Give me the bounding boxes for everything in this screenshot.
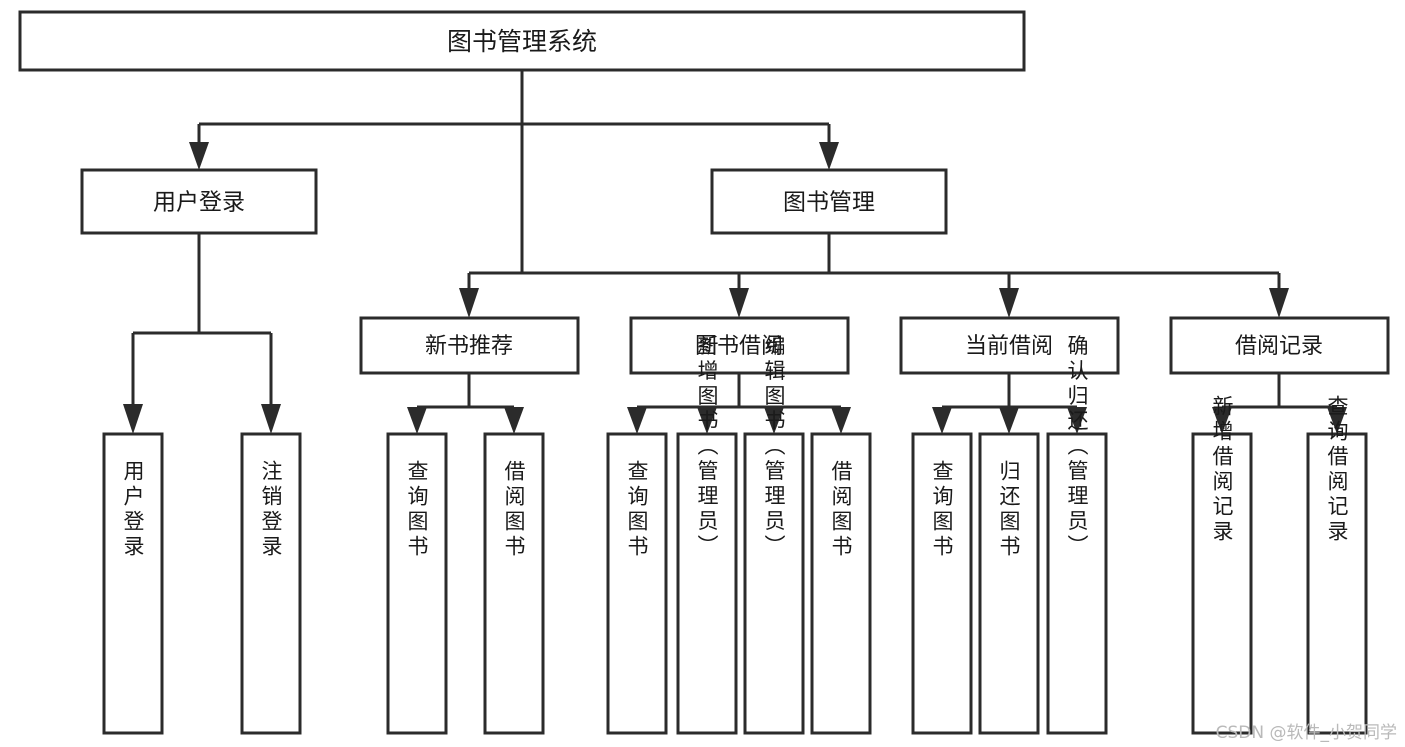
- leaf-user-login-2[interactable]: 注销登录: [240, 432, 302, 735]
- node-root[interactable]: 图书管理系统: [18, 10, 1026, 72]
- arrow-to-currentborrow-leaf-1: [932, 407, 952, 434]
- arrow-to-user-login-leaf: [123, 404, 143, 434]
- leaf-book-borrow-1-label: 查询图书: [625, 460, 649, 560]
- leaf-book-borrow-3-label: 编辑图书（管理员）: [762, 335, 786, 560]
- leaf-new-book-2[interactable]: 借阅图书: [483, 432, 545, 735]
- leaf-borrow-record-1-box[interactable]: [1191, 432, 1253, 735]
- leaf-book-borrow-2-box[interactable]: [676, 432, 738, 735]
- node-user-login-box[interactable]: [80, 168, 318, 235]
- leaf-current-borrow-2-label: 归还图书: [997, 460, 1021, 560]
- leaf-book-borrow-1[interactable]: 查询图书: [606, 432, 668, 735]
- arrow-to-currentborrow-leaf-3: [1067, 407, 1087, 434]
- arrow-to-newbook-leaf-2: [504, 407, 524, 434]
- node-book-management-box[interactable]: [710, 168, 948, 235]
- leaf-current-borrow-3[interactable]: 确认归还（管理员）: [1046, 335, 1108, 735]
- leaf-borrow-record-2[interactable]: 查询借阅记录: [1306, 395, 1368, 735]
- leaf-borrow-record-1[interactable]: 新增借阅记录: [1191, 395, 1253, 735]
- leaf-book-borrow-1-box[interactable]: [606, 432, 668, 735]
- leaf-user-login-2-label: 注销登录: [259, 460, 283, 560]
- leaf-new-book-2-box[interactable]: [483, 432, 545, 735]
- node-new-book-recommend-label: 新书推荐: [425, 334, 513, 359]
- node-root-label: 图书管理系统: [447, 27, 597, 56]
- node-borrow-record-label: 借阅记录: [1235, 334, 1323, 359]
- leaf-book-borrow-3[interactable]: 编辑图书（管理员）: [743, 335, 805, 735]
- arrow-to-borrowrecord-leaf-1: [1212, 407, 1232, 434]
- leaf-borrow-record-1-label: 新增借阅记录: [1210, 395, 1234, 545]
- arrow-to-newbook-leaf-1: [407, 407, 427, 434]
- arrow-to-currentborrow-leaf-2: [999, 407, 1019, 434]
- node-current-borrow-box[interactable]: [899, 316, 1120, 375]
- leaf-current-borrow-1-box[interactable]: [911, 432, 973, 735]
- node-new-book-recommend-box[interactable]: [359, 316, 580, 375]
- arrow-to-bookborrow-leaf-1: [627, 407, 647, 434]
- arrow-to-current-borrow: [999, 288, 1019, 318]
- leaf-book-borrow-4-label: 借阅图书: [829, 460, 853, 560]
- connector-layer: [123, 70, 1347, 434]
- leaf-user-login-2-box[interactable]: [240, 432, 302, 735]
- leaf-book-borrow-2-label: 新增图书（管理员）: [695, 335, 719, 560]
- arrow-to-new-book: [459, 288, 479, 318]
- leaf-book-borrow-4[interactable]: 借阅图书: [810, 432, 872, 735]
- leaf-user-login-1-box[interactable]: [102, 432, 164, 735]
- leaf-borrow-record-2-box[interactable]: [1306, 432, 1368, 735]
- leaf-new-book-1-label: 查询图书: [405, 460, 429, 560]
- node-new-book-recommend[interactable]: 新书推荐: [359, 316, 580, 375]
- node-book-borrow[interactable]: 图书借阅: [629, 316, 850, 375]
- arrow-to-bookborrow-leaf-2: [697, 407, 717, 434]
- arrow-to-logout-leaf: [261, 404, 281, 434]
- arrow-to-book-borrow: [729, 288, 749, 318]
- leaf-book-borrow-4-box[interactable]: [810, 432, 872, 735]
- leaf-current-borrow-2-box[interactable]: [978, 432, 1040, 735]
- leaf-new-book-2-label: 借阅图书: [502, 460, 526, 560]
- arrow-to-user-login: [189, 142, 209, 170]
- leaf-user-login-1[interactable]: 用户登录: [102, 432, 164, 735]
- leaf-current-borrow-2[interactable]: 归还图书: [978, 432, 1040, 735]
- node-current-borrow[interactable]: 当前借阅: [899, 316, 1120, 375]
- leaf-current-borrow-3-label: 确认归还（管理员）: [1065, 335, 1089, 560]
- arrow-to-book-management: [819, 142, 839, 170]
- leaf-current-borrow-1[interactable]: 查询图书: [911, 432, 973, 735]
- arrow-to-borrowrecord-leaf-2: [1327, 407, 1347, 434]
- node-book-management[interactable]: 图书管理: [710, 168, 948, 235]
- leaf-book-borrow-2[interactable]: 新增图书（管理员）: [676, 335, 738, 735]
- node-borrow-record-box[interactable]: [1169, 316, 1390, 375]
- arrow-to-bookborrow-leaf-3: [764, 407, 784, 434]
- leaf-book-borrow-3-box[interactable]: [743, 432, 805, 735]
- node-user-login[interactable]: 用户登录: [80, 168, 318, 235]
- arrow-to-borrow-record: [1269, 288, 1289, 318]
- node-book-borrow-label: 图书借阅: [695, 334, 783, 359]
- node-borrow-record[interactable]: 借阅记录: [1169, 316, 1390, 375]
- leaf-new-book-1-box[interactable]: [386, 432, 448, 735]
- leaf-user-login-1-label: 用户登录: [121, 460, 145, 560]
- leaf-borrow-record-2-label: 查询借阅记录: [1325, 395, 1349, 545]
- node-user-login-label: 用户登录: [153, 190, 245, 216]
- node-book-management-label: 图书管理: [783, 190, 875, 216]
- leaf-current-borrow-1-label: 查询图书: [930, 460, 954, 560]
- leaf-current-borrow-3-box[interactable]: [1046, 432, 1108, 735]
- leaf-new-book-1[interactable]: 查询图书: [386, 432, 448, 735]
- arrow-to-bookborrow-leaf-4: [831, 407, 851, 434]
- node-current-borrow-label: 当前借阅: [965, 334, 1053, 359]
- csdn-watermark: CSDN @软件_小贺同学: [1215, 723, 1397, 743]
- node-root-box[interactable]: [18, 10, 1026, 72]
- node-book-borrow-box[interactable]: [629, 316, 850, 375]
